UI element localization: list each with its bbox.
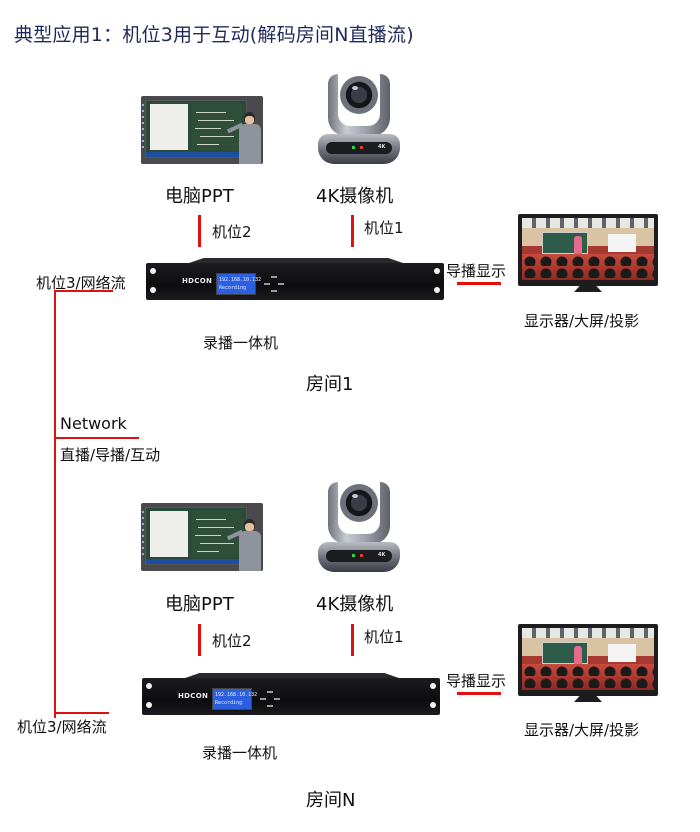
display-label: 显示器/大屏/投影 [524, 721, 640, 739]
cam2-label: 机位2 [212, 632, 252, 650]
diagram-title: 典型应用1：机位3用于互动(解码房间N直播流) [14, 24, 414, 46]
output-label: 导播显示 [446, 262, 507, 280]
network-stream-underline [55, 712, 109, 714]
room-name: 房间N [306, 790, 356, 811]
network-stream-label: 机位3/网络流 [36, 274, 126, 292]
smartboard-image [141, 503, 263, 571]
connector-cam2 [198, 624, 201, 656]
recorder-brand: HDCON [178, 692, 209, 700]
output-connector [457, 282, 501, 285]
network-label: Network [60, 414, 127, 433]
network-stream-underline [55, 290, 113, 292]
recorder-device-image: HDCON 192.168.10.132 Recording [142, 673, 440, 715]
recorder-lcd: 192.168.10.132 Recording [216, 273, 262, 295]
connector-cam1 [351, 215, 354, 247]
lcd-ip: 192.168.10.132 [219, 277, 262, 283]
network-trunk-line [54, 290, 56, 718]
output-label: 导播显示 [446, 672, 507, 690]
network-stream-label: 机位3/网络流 [17, 718, 107, 736]
ptz-camera-image: 4K [316, 74, 402, 166]
display-monitor-image [518, 624, 658, 702]
recorder-keypad [260, 690, 280, 710]
cam1-label: 机位1 [364, 219, 404, 237]
display-label: 显示器/大屏/投影 [524, 312, 640, 330]
camera-label: 4K摄像机 [316, 186, 394, 207]
ptz-camera-image: 4K [316, 482, 402, 574]
recorder-device-image: HDCON 192.168.10.132 Recording [146, 258, 444, 300]
recorder-lcd: 192.168.10.132 Recording [212, 688, 258, 710]
display-monitor-image [518, 214, 658, 292]
ppt-label: 电脑PPT [165, 594, 234, 615]
teacher-figure [226, 112, 261, 164]
camera-4k-badge: 4K [378, 144, 386, 150]
camera-label: 4K摄像机 [316, 594, 394, 615]
recorder-label: 录播一体机 [202, 744, 278, 762]
camera-4k-badge: 4K [378, 552, 386, 558]
teacher-figure [226, 519, 261, 571]
lcd-status: Recording [215, 700, 243, 706]
recorder-label: 录播一体机 [203, 334, 279, 352]
ppt-label: 电脑PPT [165, 186, 234, 207]
connector-cam2 [198, 215, 201, 247]
recorder-keypad [264, 275, 284, 295]
lcd-ip: 192.168.10.132 [215, 692, 258, 698]
network-sublabel: 直播/导播/互动 [60, 446, 161, 464]
lcd-status: Recording [219, 285, 247, 291]
recorder-brand: HDCON [182, 277, 213, 285]
cam1-label: 机位1 [364, 628, 404, 646]
network-branch-line [55, 437, 139, 439]
room-name: 房间1 [306, 374, 354, 395]
cam2-label: 机位2 [212, 223, 252, 241]
smartboard-image [141, 96, 263, 164]
connector-cam1 [351, 624, 354, 656]
output-connector [457, 692, 501, 695]
